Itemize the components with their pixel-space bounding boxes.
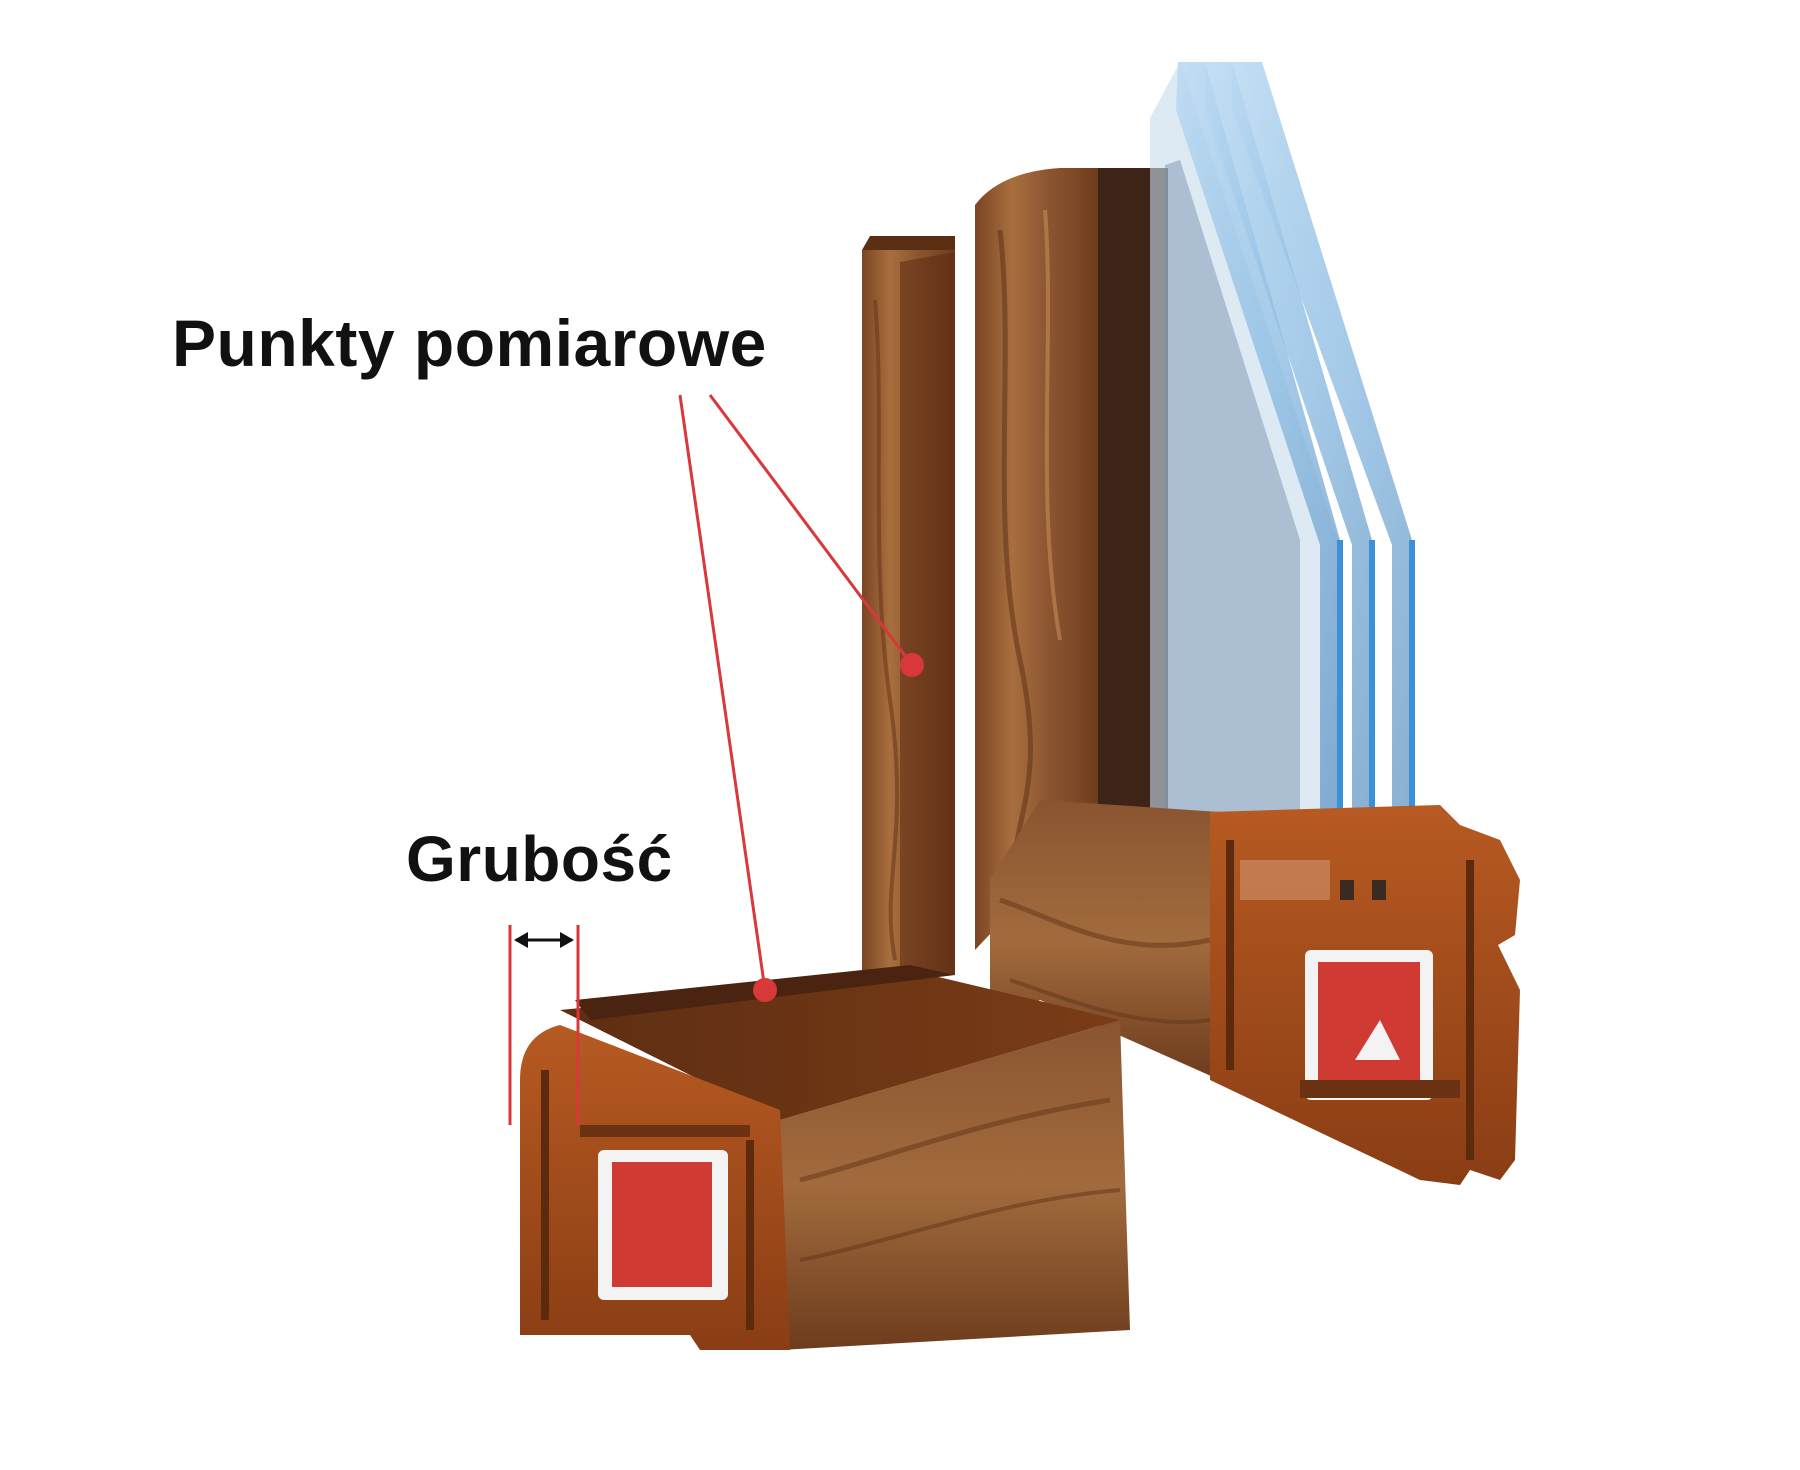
- left-profile-section: [520, 1025, 790, 1350]
- right-profile-section: [1210, 805, 1520, 1185]
- measurement-pointers: [678, 394, 924, 1002]
- vertical-sash: [975, 168, 1168, 950]
- dot-marker-icon: [753, 978, 777, 1002]
- thickness-label: Grubość: [406, 823, 673, 895]
- thickness-dimension: [508, 925, 580, 1125]
- measurement-points-label: Punkty pomiarowe: [172, 306, 767, 380]
- bottom-sash-wood: [990, 800, 1220, 1080]
- dot-marker-icon: [900, 653, 924, 677]
- vertical-frame: [862, 236, 955, 975]
- double-arrow-icon: [514, 932, 574, 948]
- triple-glazing: [1150, 62, 1415, 905]
